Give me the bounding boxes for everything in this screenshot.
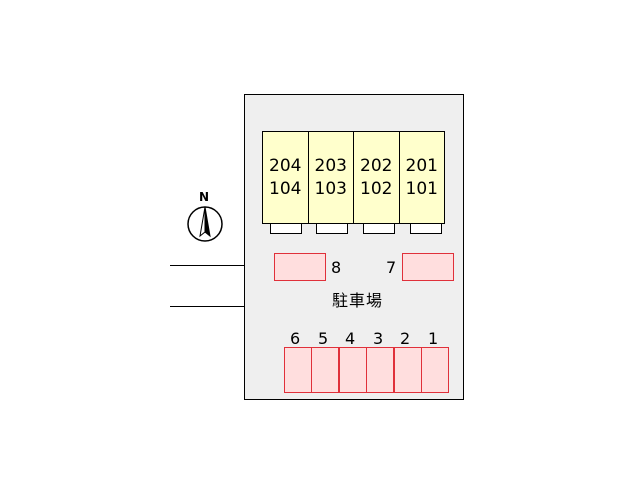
parking-title: 駐車場: [332, 291, 384, 310]
unit-upper-number: 201: [405, 155, 438, 176]
parking-space-3: [366, 347, 394, 393]
parking-space-label: 1: [428, 329, 439, 348]
unit-204-104: 204 104: [262, 131, 309, 224]
apartment-building: 204 104 203 103 202 102 201 101: [262, 131, 448, 224]
unit-203-103: 203 103: [307, 131, 354, 224]
parking-space-label: 4: [345, 329, 356, 348]
parking-space-2: [394, 347, 422, 393]
parking-space-7: [402, 253, 454, 281]
entrance-step: [410, 223, 442, 234]
road-line-top: [170, 265, 244, 266]
entrance-step: [316, 223, 348, 234]
unit-lower-number: 101: [405, 178, 438, 199]
compass: N: [186, 190, 226, 250]
parking-space-8-label: 8: [331, 258, 342, 277]
parking-space-label: 3: [373, 329, 384, 348]
parking-space-8: [274, 253, 326, 281]
unit-202-102: 202 102: [353, 131, 400, 224]
unit-lower-number: 102: [360, 178, 393, 199]
unit-upper-number: 202: [360, 155, 393, 176]
parking-space-label: 5: [318, 329, 329, 348]
unit-lower-number: 103: [314, 178, 347, 199]
north-label: N: [199, 190, 210, 204]
parking-space-7-label: 7: [386, 258, 397, 277]
north-arrow-icon: [187, 206, 223, 242]
parking-space-4: [339, 347, 367, 393]
parking-space-5: [311, 347, 339, 393]
parking-space-6: [284, 347, 312, 393]
entrance-step: [363, 223, 395, 234]
entrance-step: [270, 223, 302, 234]
unit-201-101: 201 101: [398, 131, 445, 224]
parking-space-label: 2: [400, 329, 411, 348]
unit-upper-number: 203: [314, 155, 347, 176]
parking-space-1: [421, 347, 449, 393]
unit-lower-number: 104: [269, 178, 302, 199]
road-line-bottom: [170, 306, 244, 307]
parking-space-label: 6: [290, 329, 301, 348]
unit-upper-number: 204: [269, 155, 302, 176]
